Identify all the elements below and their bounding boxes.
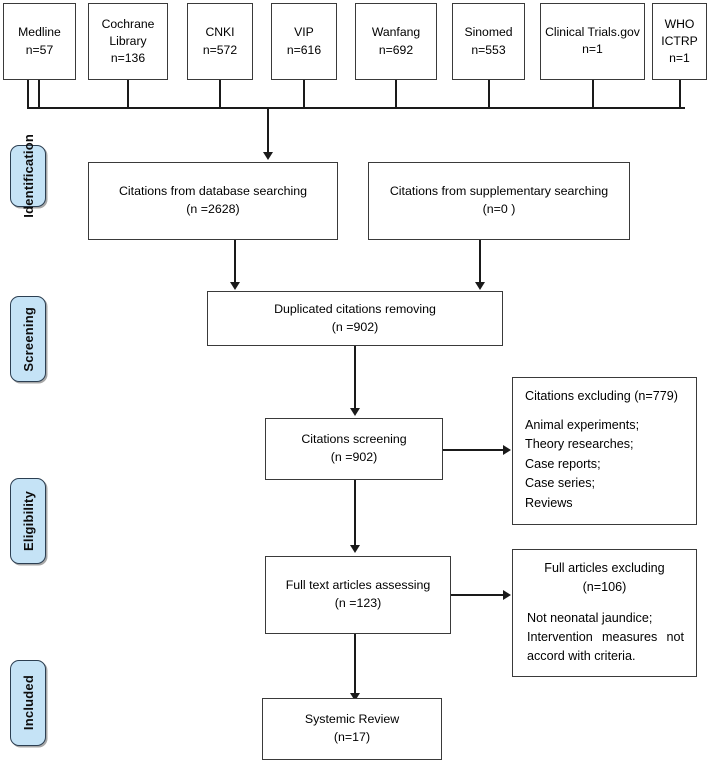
source-count: n=1 [669,50,690,65]
box-full-text-articles-assessing[interactable]: Full text articles assessing (n =123) [265,556,451,634]
connector-supplementary-to-duplicates [479,240,481,285]
arrow-bus-to-database-searching [263,152,273,160]
box-line-1: Citations from supplementary searching [389,184,609,199]
excluded-item: Theory researches; [525,437,634,452]
source-count: n=57 [25,42,54,57]
stage-label: Identification [20,134,36,218]
box-line-1: Systemic Review [304,712,400,727]
arrow-fulltext-to-review [350,693,360,701]
box-supplementary-searching[interactable]: Citations from supplementary searching (… [368,162,630,240]
excluded-item: Reviews [525,495,573,510]
box-systemic-review[interactable]: Systemic Review (n=17) [262,698,442,760]
full-excluded-reasons: Not neonatal jaundice; Intervention meas… [517,609,692,666]
stage-chip-screening: Screening [10,296,46,382]
box-full-articles-excluding[interactable]: Full articles excluding (n=106) Not neon… [512,549,697,677]
arrow-screening-to-fulltext [350,545,360,553]
box-citations-screening[interactable]: Citations screening (n =902) [265,418,443,480]
box-line-2: (n=0 ) [482,202,516,216]
source-box-vip[interactable]: VIP n=616 [271,3,337,80]
excluded-item: Animal experiments; [525,417,640,432]
excluded-reason: Intervention measures not accord with cr… [527,629,684,663]
connector-source-sinomed [488,80,490,108]
source-name: Wanfang [371,25,421,40]
source-count: n=692 [378,42,414,57]
source-name: WHO ICTRP [661,16,698,48]
source-name: CNKI [205,25,235,40]
stage-chip-eligibility: Eligibility [10,478,46,564]
stage-chip-included: Included [10,660,46,746]
source-box-medline[interactable]: Medline n=57 [3,3,76,80]
arrow-supplementary-to-duplicates [475,282,485,290]
box-database-searching[interactable]: Citations from database searching (n =26… [88,162,338,240]
source-box-who-ictrp[interactable]: WHO ICTRP n=1 [652,3,707,80]
source-count: n=553 [471,42,506,57]
stage-label: Eligibility [20,491,36,551]
box-line-1: Duplicated citations removing [274,301,436,316]
connector-source-vip [303,80,305,108]
connector-collector-bus [27,107,685,109]
source-box-wanfang[interactable]: Wanfang n=692 [355,3,437,80]
stage-label: Screening [20,306,36,372]
box-citations-excluding[interactable]: Citations excluding (n=779) Animal exper… [512,377,697,525]
source-name: Cochrane Library [101,16,155,48]
source-count: n=1 [582,42,603,57]
source-count: n=572 [202,42,238,57]
connector-source-cochrane [127,80,129,108]
box-line-2: (n =123) [334,596,382,610]
source-box-cnki[interactable]: CNKI n=572 [187,3,253,80]
connector-bus-to-database-searching [267,107,269,155]
box-line-2: (n=17) [333,730,371,744]
connector-source-clinicaltrials [592,80,594,108]
source-box-sinomed[interactable]: Sinomed n=553 [452,3,525,80]
source-count: n=616 [286,42,322,57]
box-duplicated-citations-removing[interactable]: Duplicated citations removing (n =902) [207,291,503,346]
connector-source-whoictrp [679,80,681,108]
connector-source-wanfang [395,80,397,108]
arrow-database-to-duplicates [230,282,240,290]
source-name: Clinical Trials.gov [545,25,640,40]
source-name: Medline [18,25,61,40]
source-box-cochrane-library[interactable]: Cochrane Library n=136 [88,3,168,80]
connector-duplicates-to-screening [354,346,356,411]
arrow-screening-to-excluded [503,445,511,455]
connector-database-to-duplicates [234,240,236,285]
connector-bus-left-end [27,80,29,108]
source-box-clinical-trials-gov[interactable]: Clinical Trials.gov n=1 [540,3,645,80]
excluded-reason: Not neonatal jaundice; [527,610,653,625]
source-count: n=136 [110,50,146,65]
box-line-1: Citations from database searching [118,184,308,199]
arrow-duplicates-to-screening [350,408,360,416]
source-name: VIP [294,25,314,40]
connector-screening-to-fulltext [354,480,356,548]
connector-fulltext-to-review [354,634,356,696]
box-line-2: (n=106) [582,579,627,594]
box-line-1: Full articles excluding [544,561,665,575]
connector-source-medline [38,80,40,108]
excluded-item: Case reports; [525,456,601,471]
excluded-item: Case series; [525,476,595,491]
connector-source-cnki [219,80,221,108]
stage-chip-identification: Identification [10,134,46,218]
source-name: Sinomed [464,25,513,40]
connector-fulltext-to-excluded [451,594,505,596]
excluded-head: Citations excluding (n=779) [525,389,678,403]
box-line-2: (n =902) [330,450,378,464]
box-line-1: Citations screening [301,432,407,447]
box-line-2: (n =902) [331,319,379,334]
stage-label: Included [20,675,36,731]
connector-screening-to-excluded [443,449,505,451]
box-line-1: Full text articles assessing [285,578,431,593]
arrow-fulltext-to-excluded [503,590,511,600]
box-line-2: (n =2628) [186,202,240,216]
